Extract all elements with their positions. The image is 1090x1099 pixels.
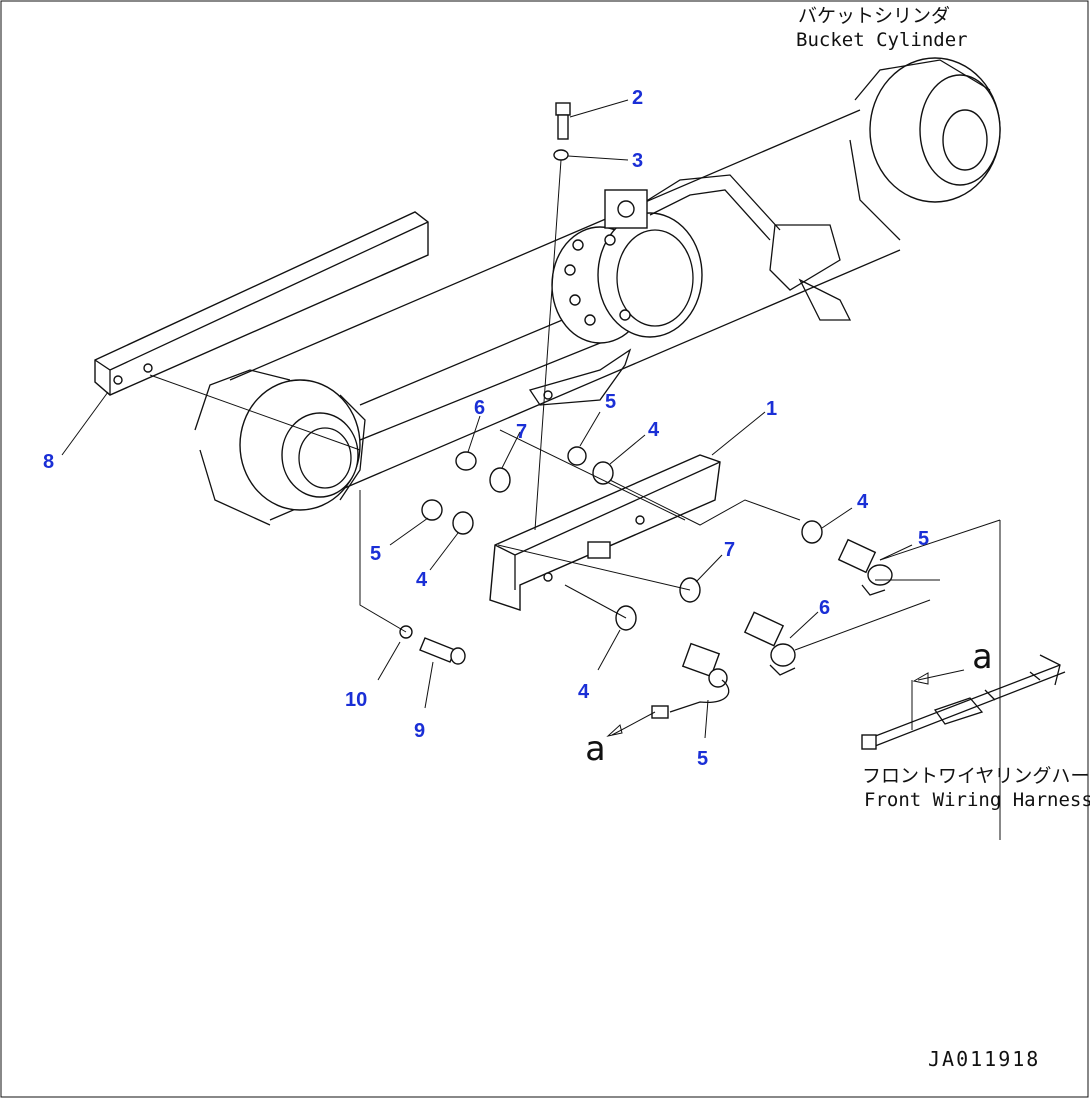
nut-part-5-left bbox=[421, 499, 443, 521]
nut-part-5-upper bbox=[567, 446, 587, 466]
leader-lines bbox=[61, 99, 1001, 840]
bolt-part-9 bbox=[419, 637, 466, 665]
figure-code: JA011918 bbox=[928, 1047, 1040, 1071]
callout-5-left: 5 bbox=[370, 543, 381, 565]
front-harness-label-en: Front Wiring Harness bbox=[864, 789, 1090, 811]
bucket-cylinder-label-en: Bucket Cylinder bbox=[796, 29, 968, 51]
cover-angle-part-8 bbox=[94, 211, 429, 396]
washer-part-4-left bbox=[452, 511, 474, 535]
washer-part-4-right bbox=[801, 520, 823, 544]
callout-5-upper: 5 bbox=[605, 391, 616, 413]
ref-letter-a-harness: a bbox=[972, 637, 992, 677]
callout-6-lower: 6 bbox=[819, 597, 830, 619]
bucket-cylinder-label-jp: バケットシリンダ bbox=[798, 5, 950, 27]
front-wiring-harness-drawing bbox=[861, 654, 1066, 750]
callout-8: 8 bbox=[43, 451, 54, 473]
bucket-cylinder-drawing bbox=[194, 57, 1001, 526]
front-harness-label-jp: フロントワイヤリングハーネス bbox=[862, 765, 1090, 787]
washer-part-7-upper bbox=[489, 467, 511, 493]
callout-4-lower: 4 bbox=[578, 681, 590, 703]
nut-part-6-upper bbox=[455, 451, 477, 471]
sensor-part-5-right bbox=[837, 538, 893, 596]
ref-letter-a-lower: a bbox=[585, 729, 605, 769]
callout-7-upper: 7 bbox=[516, 421, 527, 443]
callout-4-right: 4 bbox=[857, 491, 869, 513]
callout-5-right: 5 bbox=[918, 528, 929, 550]
bracket-part-1 bbox=[489, 454, 721, 611]
callout-9: 9 bbox=[414, 720, 425, 742]
washer-part-4-upper bbox=[592, 461, 614, 485]
callout-5-lower: 5 bbox=[697, 748, 708, 770]
callout-2: 2 bbox=[632, 87, 643, 109]
callout-3: 3 bbox=[632, 150, 643, 172]
callout-10: 10 bbox=[345, 689, 367, 711]
callout-1: 1 bbox=[766, 398, 777, 420]
sensor-part-6 bbox=[743, 611, 796, 676]
callout-4-left: 4 bbox=[416, 569, 428, 591]
callout-7-lower: 7 bbox=[724, 539, 735, 561]
callout-6-upper: 6 bbox=[474, 397, 485, 419]
callout-4-upper: 4 bbox=[648, 419, 660, 441]
bolt-part-2 bbox=[555, 102, 571, 140]
sensor-part-5-lower bbox=[651, 642, 730, 719]
washer-part-3 bbox=[553, 149, 569, 161]
